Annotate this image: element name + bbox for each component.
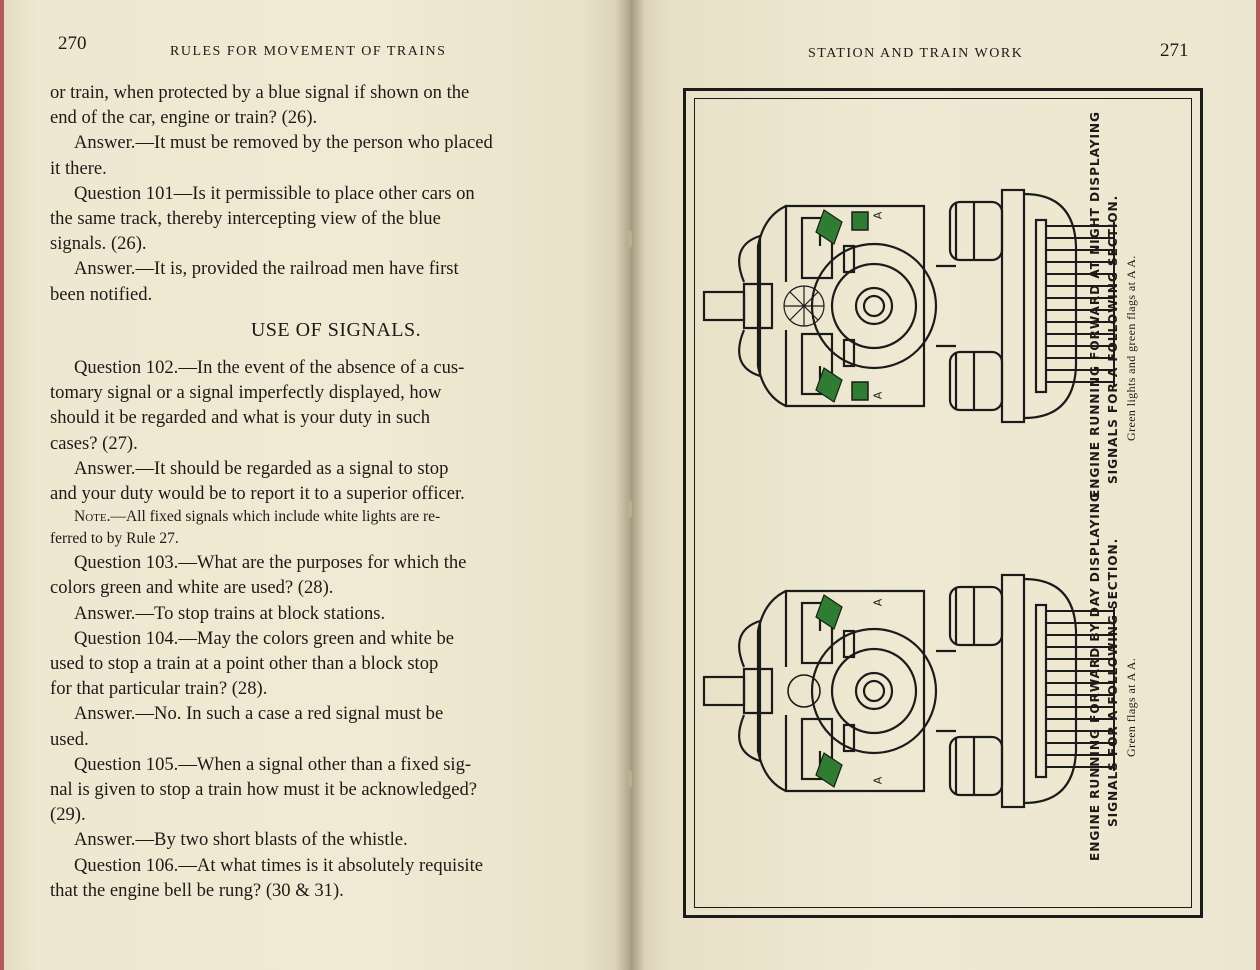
text-line: for that particular train? (28). (50, 678, 268, 700)
locomotive-drawings (702, 188, 1115, 809)
text-line: it there. (50, 157, 107, 179)
text-line: signals. (26). (50, 233, 147, 255)
running-head-left: RULES FOR MOVEMENT OF TRAINS (170, 44, 447, 59)
day-caption-line-1: ENGINE RUNNING FORWARD BY DAY DISPLAYING (1088, 491, 1102, 861)
flag-marker-a: A (871, 391, 885, 400)
text-line: that the engine bell be rung? (30 & 31). (50, 879, 344, 901)
night-caption-line-3: Green lights and green flags at A A. (1124, 255, 1138, 441)
night-engine-drawing (702, 188, 1115, 424)
text-line: or train, when protected by a blue signa… (50, 82, 470, 103)
text-line: colors green and white are used? (28). (50, 577, 334, 599)
day-caption-line-2: SIGNALS FOR A FOLLOWING SECTION. (1106, 537, 1120, 827)
left-page: 270 RULES FOR MOVEMENT OF TRAINS or trai… (0, 0, 630, 970)
question-line: Question 106.—At what times is it absolu… (74, 854, 484, 876)
binding-stitch (626, 500, 632, 518)
answer-line: Answer.—No. In such a case a red signal … (74, 703, 444, 725)
text-line: end of the car, engine or train? (26). (50, 107, 318, 129)
answer-line: Answer.—To stop trains at block stations… (74, 602, 386, 624)
question-line: Question 102.—In the event of the absenc… (74, 357, 465, 379)
text-line: used. (50, 728, 89, 750)
flag-marker-a: A (871, 776, 885, 785)
text-line: cases? (27). (50, 432, 138, 454)
note-line: ferred to by Rule 27. (50, 530, 179, 548)
book-gutter (615, 0, 645, 970)
text-line: (29). (50, 804, 86, 826)
flag-marker-a: A (871, 598, 885, 607)
night-caption-line-1: ENGINE RUNNING FORWARD AT NIGHT DISPLAYI… (1088, 111, 1102, 498)
text-line: used to stop a train at a point other th… (50, 653, 439, 675)
section-heading: USE OF SIGNALS. (250, 318, 422, 341)
text-line: been notified. (50, 283, 153, 305)
page-edge (1256, 0, 1260, 970)
night-caption-line-2: SIGNALS FOR A FOLLOWING SECTION. (1106, 194, 1120, 484)
answer-line: Answer.—It is, provided the railroad men… (74, 258, 459, 280)
running-head-right: STATION AND TRAIN WORK (808, 46, 1024, 61)
text-line: the same track, thereby intercepting vie… (50, 208, 441, 230)
note-text: —All fixed signals which include white l… (110, 508, 441, 526)
question-line: Question 101—Is it permissible to place … (74, 182, 475, 204)
right-page: STATION AND TRAIN WORK 271 (630, 0, 1260, 970)
text-line: tomary signal or a signal imperfectly di… (50, 382, 442, 404)
answer-line: Answer.—It should be regarded as a signa… (74, 457, 449, 479)
question-line: Question 104.—May the colors green and w… (74, 627, 455, 649)
note-label: Note. (74, 508, 111, 526)
note-line: Note.—All fixed signals which include wh… (50, 506, 582, 528)
binding-stitch (626, 770, 632, 788)
answer-line: Answer.—By two short blasts of the whist… (74, 829, 408, 851)
left-page-body: or train, when protected by a blue signa… (50, 80, 582, 903)
flag-marker-a: A (871, 211, 885, 220)
illustration-frame (694, 98, 1192, 908)
text-line: nal is given to stop a train how must it… (50, 779, 478, 801)
question-line: Question 103.—What are the purposes for … (74, 552, 467, 574)
page-number-left: 270 (58, 33, 87, 54)
signal-illustration: A A A A ENGINE RUNNING FORWARD AT NIGHT … (683, 88, 1203, 918)
answer-line: Answer.—It must be removed by the person… (74, 132, 493, 154)
binding-stitch (626, 230, 632, 248)
question-line: Question 105.—When a signal other than a… (74, 753, 472, 775)
text-line: and your duty would be to report it to a… (50, 483, 465, 505)
text-line: should it be regarded and what is your d… (50, 407, 431, 429)
day-engine-drawing (702, 573, 1115, 809)
page-number-right: 271 (1160, 40, 1189, 61)
day-caption-line-3: Green flags at A A. (1124, 657, 1138, 757)
page-edge (0, 0, 4, 970)
